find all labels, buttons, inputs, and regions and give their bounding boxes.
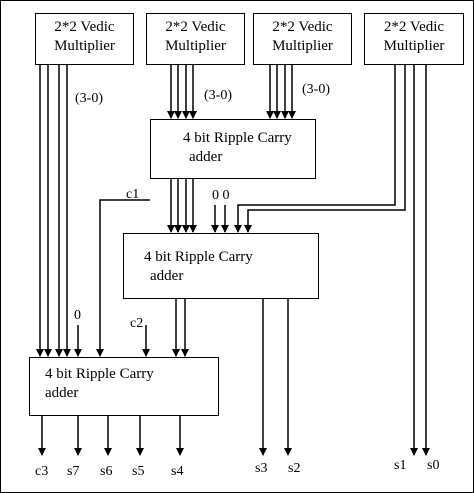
multiplier-1-line1: 2*2 Vedic [54, 19, 115, 35]
vedic-multiplier-2: 2*2 Vedic Multiplier [146, 13, 245, 65]
bus-label-3: (3-0) [302, 82, 330, 97]
multiplier-4-line2: Multiplier [383, 38, 445, 54]
carry-c1-label: c1 [126, 187, 140, 202]
adder-1-line2: adder [189, 149, 223, 165]
output-s1: s1 [394, 458, 407, 473]
multiplier-3-line2: Multiplier [272, 38, 333, 54]
multiplier-4-line1: 2*2 Vedic [383, 19, 445, 35]
wire-m4-bit3 [234, 64, 396, 233]
carry-c2-label: c2 [130, 316, 144, 331]
adder-2-line1: 4 bit Ripple Carry [144, 249, 253, 265]
wire-m4-bit2 [244, 64, 406, 233]
adder-3-line2: adder [45, 385, 79, 401]
output-s7: s7 [67, 464, 80, 479]
vedic-multiplier-1: 2*2 Vedic Multiplier [35, 13, 134, 65]
vedic-multiplier-4: 2*2 Vedic Multiplier [364, 13, 464, 65]
output-s3: s3 [255, 461, 268, 476]
output-s4: s4 [171, 464, 184, 479]
multiplier-3-line1: 2*2 Vedic [272, 19, 333, 35]
output-s0: s0 [427, 458, 440, 473]
adder-3-line1: 4 bit Ripple Carry [45, 366, 154, 382]
adder-2-line2: adder [150, 268, 184, 284]
const-zero-label: 0 [74, 308, 81, 323]
adder-1-line1: 4 bit Ripple Carry [183, 130, 292, 146]
ripple-carry-adder-1: 4 bit Ripple Carry adder [150, 119, 316, 179]
bus-label-1: (3-0) [75, 91, 103, 106]
output-s2: s2 [288, 461, 301, 476]
ripple-carry-adder-3: 4 bit Ripple Carry adder [29, 357, 219, 416]
bus-label-2: (3-0) [204, 88, 232, 103]
multiplier-2-line1: 2*2 Vedic [165, 19, 226, 35]
output-c3: c3 [35, 464, 49, 479]
ripple-carry-adder-2: 4 bit Ripple Carry adder [123, 233, 319, 299]
vedic-multiplier-3: 2*2 Vedic Multiplier [253, 13, 352, 65]
output-s5: s5 [132, 464, 145, 479]
output-s6: s6 [100, 464, 113, 479]
multiplier-2-line2: Multiplier [165, 38, 226, 54]
multiplier-1-line2: Multiplier [54, 38, 115, 54]
wire-c1 [96, 199, 150, 357]
const-zero-zero-label: 0 0 [212, 188, 230, 203]
